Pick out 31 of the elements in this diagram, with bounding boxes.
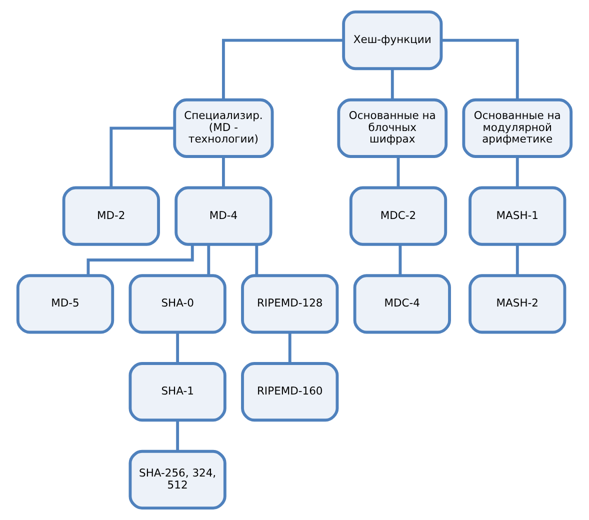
node-box: SHA-1	[128, 362, 226, 422]
node-box: MASH-1	[468, 186, 566, 246]
node-box: MASH-2	[468, 274, 566, 334]
connector	[207, 244, 210, 276]
connector	[222, 156, 225, 188]
node-box: MD-4	[174, 186, 272, 246]
node-box: Хеш-функции	[342, 10, 443, 70]
node-box: Основанные на модулярной арифметике	[462, 98, 573, 158]
node-box: MD-2	[62, 186, 160, 246]
connector	[288, 332, 292, 364]
connector	[110, 126, 175, 188]
connector	[176, 420, 180, 452]
connector	[516, 156, 519, 188]
node-box: RIPEMD-160	[241, 362, 339, 422]
connector	[396, 156, 400, 188]
node-box: MDC-2	[349, 186, 448, 246]
connector	[516, 244, 519, 276]
connector	[222, 38, 344, 100]
node-box: RIPEMD-128	[241, 274, 339, 334]
node-box: SHA-0	[128, 274, 226, 334]
connector	[255, 244, 258, 276]
connector	[176, 332, 180, 364]
node-box: Специализир. (MD - технологии)	[173, 98, 274, 158]
connector	[86, 244, 194, 276]
node-box: MDC-4	[353, 274, 451, 334]
connector	[390, 69, 394, 100]
connector	[441, 38, 519, 100]
node-box: MD-5	[16, 274, 114, 334]
node-box: SHA-256, 324, 512	[128, 450, 226, 510]
connector	[398, 244, 402, 276]
node-box: Основанные на блочных шифрах	[337, 98, 448, 158]
